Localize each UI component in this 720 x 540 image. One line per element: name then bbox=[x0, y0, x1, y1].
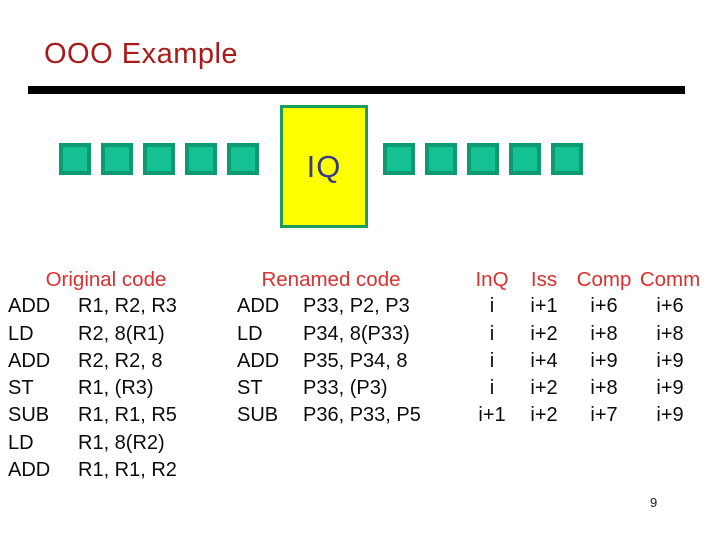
queue-slot bbox=[425, 143, 457, 175]
operands: R1, 8(R2) bbox=[78, 431, 165, 454]
queue-slot bbox=[467, 143, 499, 175]
opcode: ST bbox=[8, 377, 34, 400]
instruction-queue-left bbox=[59, 143, 259, 175]
timing-cell: i+9 bbox=[656, 349, 684, 372]
timing-cell: i bbox=[489, 295, 495, 318]
code-row: ADD R2, R2, 8 bbox=[8, 348, 220, 375]
operands: R1, R1, R5 bbox=[78, 404, 177, 427]
original-code-header: Original code bbox=[45, 268, 167, 291]
timing-cell: i+1 bbox=[478, 404, 506, 427]
operands: P35, P34, 8 bbox=[303, 349, 408, 372]
iq-label: IQ bbox=[306, 148, 342, 184]
timing-cell: i+6 bbox=[656, 295, 684, 318]
timing-header-comp: Comp bbox=[576, 268, 632, 291]
queue-slot bbox=[143, 143, 175, 175]
slide-title: OOO Example bbox=[44, 38, 239, 70]
opcode: LD bbox=[8, 322, 34, 345]
timing-cell: i+2 bbox=[530, 322, 558, 345]
queue-slot bbox=[551, 143, 583, 175]
timing-cell: i+7 bbox=[590, 404, 618, 427]
code-row: ADD R1, R2, R3 bbox=[8, 293, 220, 320]
queue-slot bbox=[509, 143, 541, 175]
queue-slot bbox=[383, 143, 415, 175]
operands: P33, (P3) bbox=[303, 377, 388, 400]
opcode: ST bbox=[237, 377, 263, 400]
timing-cell: i+2 bbox=[530, 404, 558, 427]
code-row: ST R1, (R3) bbox=[8, 375, 220, 402]
opcode: SUB bbox=[8, 404, 50, 427]
code-row: SUB R1, R1, R5 bbox=[8, 402, 220, 429]
operands: P34, 8(P33) bbox=[303, 322, 410, 345]
timing-cell: i+8 bbox=[590, 377, 618, 400]
timing-cell: i+8 bbox=[590, 322, 618, 345]
operands: P33, P2, P3 bbox=[303, 295, 410, 318]
opcode: ADD bbox=[8, 295, 51, 318]
page-number: 9 bbox=[650, 495, 658, 510]
opcode: SUB bbox=[237, 404, 279, 427]
code-row: LD P34, 8(P33) bbox=[237, 321, 452, 348]
timing-cell: i bbox=[489, 322, 495, 345]
renamed-code-column: Renamed code ADD P33, P2, P3 LD P34, 8(P… bbox=[237, 266, 452, 430]
timing-cell: i bbox=[489, 377, 495, 400]
timing-cell: i+9 bbox=[590, 349, 618, 372]
iq-box: IQ bbox=[280, 105, 368, 228]
opcode: LD bbox=[237, 322, 263, 345]
code-row: ADD P35, P34, 8 bbox=[237, 348, 452, 375]
title-divider bbox=[28, 86, 685, 94]
opcode: ADD bbox=[8, 349, 51, 372]
opcode: ADD bbox=[8, 459, 51, 482]
renamed-code-header: Renamed code bbox=[261, 268, 401, 291]
queue-slot bbox=[59, 143, 91, 175]
code-row: LD R1, 8(R2) bbox=[8, 430, 220, 457]
timing-header-inq: InQ bbox=[475, 268, 509, 291]
operands: R1, (R3) bbox=[78, 377, 154, 400]
timing-cell: i+2 bbox=[530, 377, 558, 400]
operands: R1, R2, R3 bbox=[78, 295, 177, 318]
timing-cell: i+9 bbox=[656, 377, 684, 400]
opcode: ADD bbox=[237, 295, 280, 318]
opcode: ADD bbox=[237, 349, 280, 372]
code-row: ST P33, (P3) bbox=[237, 375, 452, 402]
timing-header-comm: Comm bbox=[639, 268, 701, 291]
timing-header-iss: Iss bbox=[530, 268, 558, 291]
operands: R1, R1, R2 bbox=[78, 459, 177, 482]
timing-table: InQ Iss Comp Comm i i+1 i+6 i+6 i i+2 i+… bbox=[468, 266, 704, 430]
queue-slot bbox=[227, 143, 259, 175]
timing-cell: i+9 bbox=[656, 404, 684, 427]
code-row: ADD P33, P2, P3 bbox=[237, 293, 452, 320]
queue-slot bbox=[185, 143, 217, 175]
opcode: LD bbox=[8, 431, 34, 454]
timing-cell: i+6 bbox=[590, 295, 618, 318]
operands: R2, R2, 8 bbox=[78, 349, 163, 372]
timing-cell: i bbox=[489, 349, 495, 372]
instruction-queue-right bbox=[383, 143, 583, 175]
code-row: LD R2, 8(R1) bbox=[8, 321, 220, 348]
code-row: ADD R1, R1, R2 bbox=[8, 457, 220, 484]
code-row: SUB P36, P33, P5 bbox=[237, 402, 452, 429]
operands: P36, P33, P5 bbox=[303, 404, 421, 427]
queue-slot bbox=[101, 143, 133, 175]
timing-cell: i+8 bbox=[656, 322, 684, 345]
original-code-column: Original code ADD R1, R2, R3 LD R2, 8(R1… bbox=[8, 266, 220, 484]
timing-cell: i+4 bbox=[530, 349, 558, 372]
operands: R2, 8(R1) bbox=[78, 322, 165, 345]
timing-cell: i+1 bbox=[530, 295, 558, 318]
